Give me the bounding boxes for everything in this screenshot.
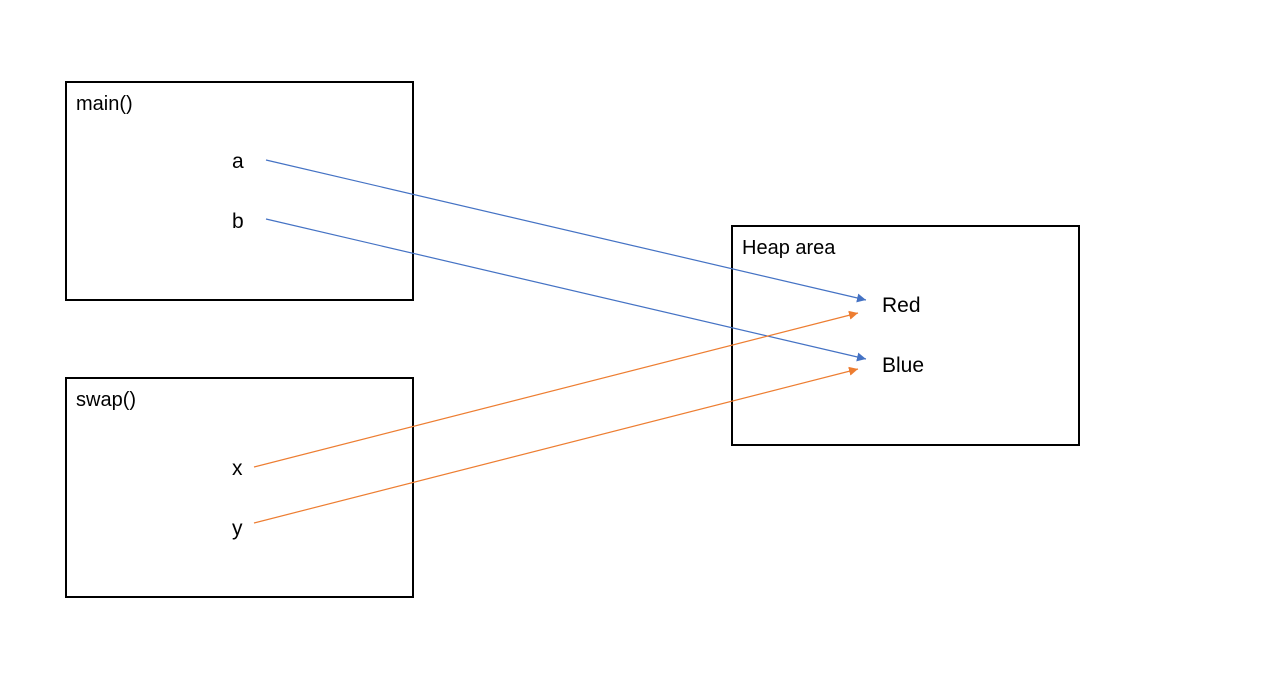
arrow-x-to-red xyxy=(253,310,859,468)
heap-object-red: Red xyxy=(882,294,921,317)
swap-frame-title: swap() xyxy=(76,389,137,411)
swap-frame-box: swap() xyxy=(65,377,414,598)
main-frame-box: main() xyxy=(65,81,414,301)
heap-area-title: Heap area xyxy=(742,237,836,259)
main-frame-title: main() xyxy=(76,93,133,115)
var-b-label: b xyxy=(232,210,244,233)
arrow-b-to-blue xyxy=(265,218,867,362)
var-a-label: a xyxy=(232,150,244,173)
heap-object-blue: Blue xyxy=(882,354,925,377)
arrow-a-to-red xyxy=(265,159,867,303)
heap-area-box: Heap area xyxy=(731,225,1080,446)
var-x-label: x xyxy=(232,457,243,480)
var-y-label: y xyxy=(232,517,243,540)
arrow-y-to-blue xyxy=(253,366,859,524)
